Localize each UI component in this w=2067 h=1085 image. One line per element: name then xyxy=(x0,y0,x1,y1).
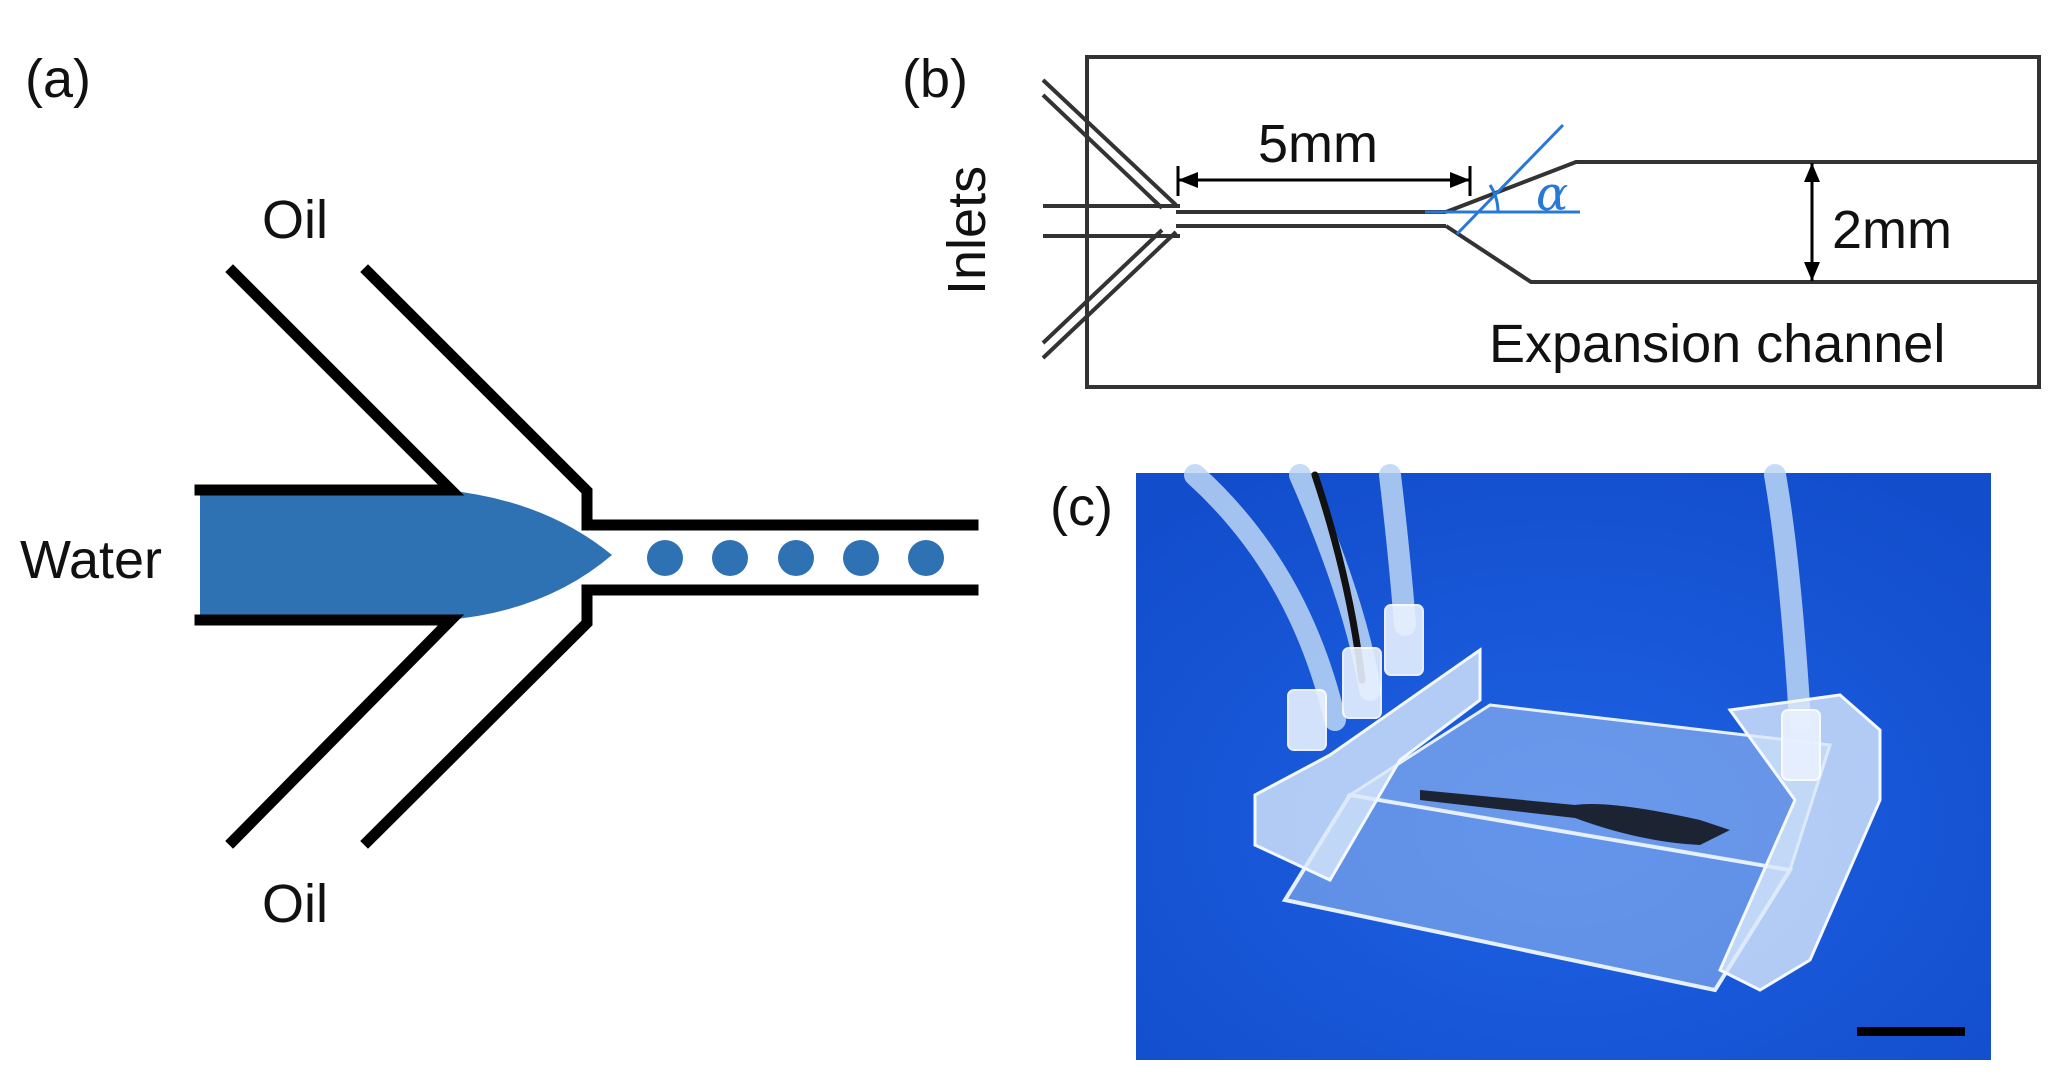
left-manifold xyxy=(1253,647,1482,882)
chip-body xyxy=(1085,55,2041,389)
droplet xyxy=(908,540,944,576)
panel-c: (c) xyxy=(1050,464,1991,1060)
panel-b: (b) 5mm xyxy=(902,49,2041,389)
length-dimension xyxy=(1176,166,1472,196)
upper-oil-inlet-inner xyxy=(360,264,979,531)
right-manifold xyxy=(1718,693,1882,992)
water-stream xyxy=(200,490,612,620)
chip-outline xyxy=(1041,55,2041,389)
inlet-lower-inner xyxy=(1041,228,1164,345)
upper-oil-inlet-outer xyxy=(194,264,465,496)
water-label: Water xyxy=(20,530,162,590)
width-label: 2mm xyxy=(1832,200,1952,260)
lower-oil-inlet-inner xyxy=(360,584,979,849)
droplet xyxy=(843,540,879,576)
angle-label: α xyxy=(1536,166,1568,222)
oil-top-label: Oil xyxy=(262,190,328,250)
droplets xyxy=(647,540,944,576)
inlets-label: Inlets xyxy=(937,166,997,295)
width-dimension xyxy=(1804,163,1820,281)
oil-bottom-label: Oil xyxy=(262,874,328,934)
lower-oil-inlet-outer xyxy=(194,614,465,849)
panel-c-label: (c) xyxy=(1050,477,1113,537)
chip-photo xyxy=(1253,604,1882,993)
expansion-label: Expansion channel xyxy=(1489,314,1945,374)
scale-bar xyxy=(1857,1027,1965,1036)
panel-a-label: (a) xyxy=(25,49,91,109)
angle-marker xyxy=(1425,123,1580,236)
length-label: 5mm xyxy=(1258,114,1378,174)
droplet xyxy=(647,540,683,576)
droplet xyxy=(778,540,814,576)
inlet-lower-outer xyxy=(1041,230,1178,360)
channel-photo xyxy=(1420,790,1730,845)
expansion-upper-wall xyxy=(1445,160,2039,214)
droplet xyxy=(712,540,748,576)
expansion-lower-wall xyxy=(1444,224,2039,284)
channel-walls xyxy=(194,264,979,849)
panel-b-label: (b) xyxy=(902,49,968,109)
panel-a: (a) Oil Oil Water xyxy=(20,49,979,934)
inlet-upper-inner xyxy=(1041,93,1164,210)
inlet-upper-outer xyxy=(1041,78,1178,207)
